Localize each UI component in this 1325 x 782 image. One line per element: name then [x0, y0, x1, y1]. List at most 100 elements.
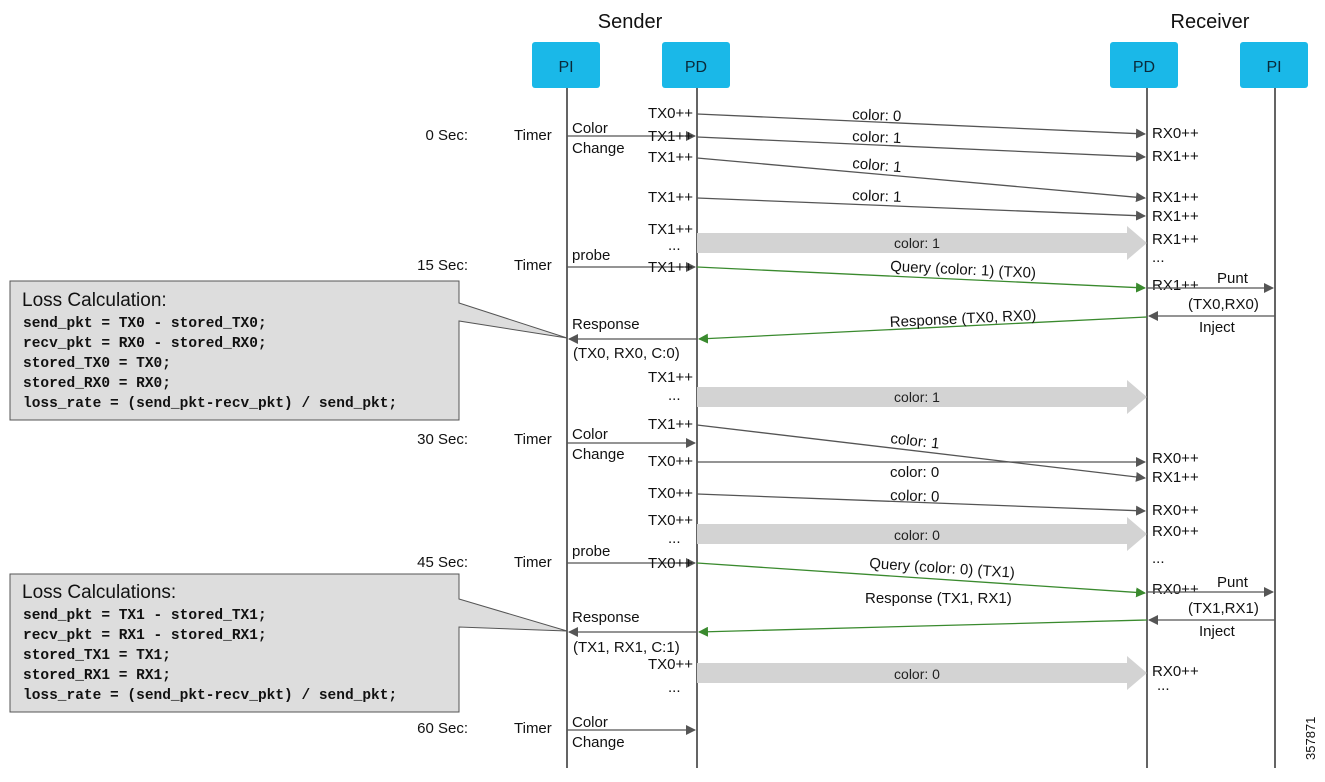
color-band-4: color: 0 [697, 656, 1147, 690]
rx-label: RX0++ [1152, 450, 1199, 467]
rx-label: RX1++ [1152, 208, 1199, 225]
loss-line: stored_TX0 = TX0; [23, 356, 171, 372]
event-probe-45: probe [572, 543, 610, 560]
loss-line: send_pkt = TX1 - stored_TX1; [23, 608, 267, 624]
rx-label: RX1++ [1152, 189, 1199, 206]
packet-arrow [696, 157, 1146, 203]
loss-line: recv_pkt = RX1 - stored_RX1; [23, 628, 267, 644]
packet-label: color: 1 [852, 187, 902, 206]
response-label-1: Response (TX0, RX0) [889, 307, 1036, 331]
response-label-2: Response (TX1, RX1) [865, 590, 1012, 607]
loss-calculation-note-2: Loss Calculations: send_pkt = TX1 - stor… [9, 573, 568, 713]
packet-label: color: 1 [852, 155, 902, 176]
lane-receiver-pi-label: PI [1266, 59, 1281, 76]
tx-label: TX0++ [648, 453, 693, 470]
band-3-label: color: 0 [894, 527, 940, 543]
punt-data-1: (TX0,RX0) [1188, 296, 1259, 313]
color-band-2: color: 1 [697, 380, 1147, 414]
rx-dots: ... [1152, 550, 1165, 567]
lane-sender-pi-label: PI [558, 59, 573, 76]
tx-label: TX1++ [648, 128, 693, 145]
loss-line: stored_RX1 = RX1; [23, 668, 171, 684]
loss-line: stored_TX1 = TX1; [23, 648, 171, 664]
packet-label: color: 1 [890, 430, 941, 452]
timer-45: Timer [514, 554, 552, 571]
rx-dots: ... [1157, 677, 1170, 694]
time-15: 15 Sec: [417, 257, 468, 274]
band-2-label: color: 1 [894, 389, 940, 405]
loss-line: recv_pkt = RX0 - stored_RX0; [23, 336, 267, 352]
punt-label-1: Punt [1217, 270, 1249, 287]
band-1-label: color: 1 [894, 235, 940, 251]
packet-arrow [696, 424, 1146, 482]
punt-data-2: (TX1,RX1) [1188, 600, 1259, 617]
query-label-1: Query (color: 1) (TX0) [890, 258, 1037, 282]
tx-label: TX1++ [648, 149, 693, 166]
timer-60: Timer [514, 720, 552, 737]
response-pi-label-1: Response [572, 316, 640, 333]
lane-receiver-pd-label: PD [1133, 59, 1155, 76]
time-0: 0 Sec: [425, 127, 468, 144]
loss-line: send_pkt = TX0 - stored_TX0; [23, 316, 267, 332]
rx-label: RX0++ [1152, 523, 1199, 540]
tx-label: TX1++ [648, 189, 693, 206]
packet-arrow [696, 113, 1146, 139]
tx-dots: ... [668, 237, 681, 254]
loss-title-2: Loss Calculations: [22, 582, 176, 603]
packet-arrow [696, 197, 1146, 221]
time-45: 45 Sec: [417, 554, 468, 571]
tx-label: TX1++ [648, 259, 693, 276]
event-color-30: Color [572, 426, 608, 443]
tx-dots: ... [668, 679, 681, 696]
rx-label: RX1++ [1152, 469, 1199, 486]
packet-label: color: 1 [852, 128, 902, 147]
inject-label-2: Inject [1199, 623, 1236, 640]
loss-line: loss_rate = (send_pkt-recv_pkt) / send_p… [23, 688, 397, 704]
event-color-60: Color [572, 714, 608, 731]
tx-label: TX1++ [648, 221, 693, 238]
lane-sender-pd: PD [662, 42, 730, 88]
packet-arrow [696, 136, 1146, 162]
tx-label: TX0++ [648, 105, 693, 122]
loss-line: loss_rate = (send_pkt-recv_pkt) / send_p… [23, 396, 397, 412]
packet-label: color: 0 [852, 106, 902, 125]
color-band-1: color: 1 [697, 226, 1147, 260]
loss-line: stored_RX0 = RX0; [23, 376, 171, 392]
query-arrow-2 [696, 562, 1146, 598]
loss-calculation-note-1: Loss Calculation: send_pkt = TX0 - store… [9, 280, 568, 421]
event-color-0: Color [572, 120, 608, 137]
packet-label: color: 0 [890, 487, 940, 506]
packet-arrow [696, 493, 1146, 516]
query-arrow-1 [696, 266, 1146, 293]
loss-title-1: Loss Calculation: [22, 290, 167, 311]
tx-dots: ... [668, 530, 681, 547]
rx-label: RX1++ [1152, 148, 1199, 165]
rx-dots: ... [1152, 249, 1165, 266]
timer-0: Timer [514, 127, 552, 144]
event-probe-15: probe [572, 247, 610, 264]
time-30: 30 Sec: [417, 431, 468, 448]
time-60: 60 Sec: [417, 720, 468, 737]
rx-label: RX0++ [1152, 581, 1199, 598]
response-arrow-1 [698, 316, 1148, 344]
tx-label: TX0++ [648, 485, 693, 502]
rx-label: RX1++ [1152, 277, 1199, 294]
timer-30: Timer [514, 431, 552, 448]
lane-receiver-pi: PI [1240, 42, 1308, 88]
query-label-2: Query (color: 0) (TX1) [869, 555, 1016, 582]
event-change-30: Change [572, 446, 625, 463]
response-pi-data-1: (TX0, RX0, C:0) [573, 345, 680, 362]
punt-label-2: Punt [1217, 574, 1249, 591]
figure-id: 357871 [1303, 717, 1318, 760]
tx-label: TX0++ [648, 555, 693, 572]
response-arrow-2 [698, 619, 1148, 637]
response-pi-data-2: (TX1, RX1, C:1) [573, 639, 680, 656]
event-change-0: Change [572, 140, 625, 157]
sender-header: Sender [598, 11, 663, 33]
event-change-60: Change [572, 734, 625, 751]
response-pi-label-2: Response [572, 609, 640, 626]
tx-label: TX0++ [648, 512, 693, 529]
timer-15: Timer [514, 257, 552, 274]
tx-label: TX1++ [648, 369, 693, 386]
